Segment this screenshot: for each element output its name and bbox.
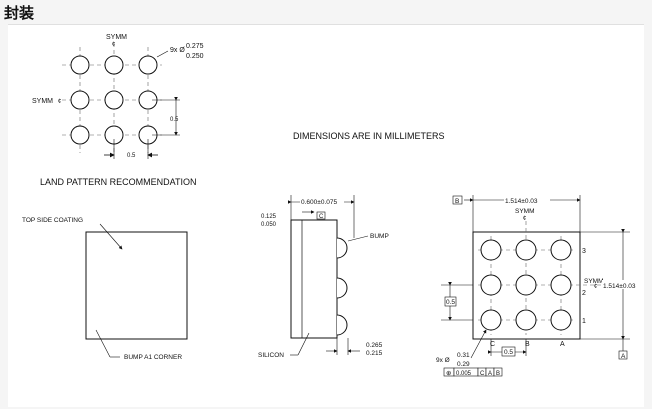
dimensions-note: DIMENSIONS ARE IN MILLIMETERS xyxy=(293,131,445,141)
package-drawing-panel: SYMM ¢ SYMM ¢ 9x Ø 0.275 0.250 0.5 0.5 L… xyxy=(8,24,644,407)
bottom-pitch-v: 0.5 xyxy=(446,299,455,306)
land-pad xyxy=(70,55,90,75)
side-height-max: 0.265 xyxy=(366,342,383,349)
side-height-min: 0.215 xyxy=(366,350,383,357)
ball-count: 9x Ø xyxy=(436,357,450,364)
land-pad-min: 0.250 xyxy=(186,53,204,60)
package-drawing: SYMM ¢ SYMM ¢ 9x Ø 0.275 0.250 0.5 0.5 L… xyxy=(22,34,644,377)
bottom-pitch-h: 0.5 xyxy=(504,349,513,356)
land-pad xyxy=(104,55,124,75)
land-pad-max: 0.275 xyxy=(186,43,204,50)
top-coating-label: TOP SIDE COATING xyxy=(22,217,83,224)
bottom-height-label: 1.514±0.03 xyxy=(603,283,636,290)
bottom-cl-right: ¢ xyxy=(594,284,597,290)
col-label-c: C xyxy=(490,341,495,348)
solder-ball xyxy=(515,274,537,296)
bottom-datum-a: A xyxy=(621,353,626,360)
bottom-width-label: 1.514±0.03 xyxy=(505,198,538,205)
land-symm-top: SYMM xyxy=(106,34,127,41)
bottom-view: B 1.514±0.03 SYMM ¢ SYMM ¢ 1.514±0.03 3 … xyxy=(436,195,644,377)
fcf-datum-a: A xyxy=(488,371,492,377)
bottom-datum-b: B xyxy=(455,198,459,205)
land-symm-left: SYMM xyxy=(32,98,53,105)
col-label-b: B xyxy=(525,341,530,348)
row-label-2: 2 xyxy=(582,290,586,297)
fcf-symbol: ⊕ xyxy=(446,370,452,377)
solder-ball xyxy=(480,239,502,261)
position-tolerance-frame: ⊕ 0.005 C A B xyxy=(443,367,503,377)
bump-label: BUMP xyxy=(370,233,389,240)
land-pad xyxy=(138,55,158,75)
land-pad xyxy=(70,125,90,145)
silicon-label: SILICON xyxy=(258,352,284,359)
ball-max: 0.31 xyxy=(457,352,470,359)
row-label-1: 1 xyxy=(582,318,586,325)
solder-ball xyxy=(550,239,572,261)
fcf-datum-b: B xyxy=(496,371,500,377)
corner-label: BUMP A1 CORNER xyxy=(124,354,182,361)
side-thick-min: 0.050 xyxy=(261,222,277,228)
land-cl-left: ¢ xyxy=(58,99,61,105)
solder-ball xyxy=(480,274,502,296)
land-pattern: SYMM ¢ SYMM ¢ 9x Ø 0.275 0.250 0.5 0.5 L… xyxy=(32,34,204,187)
col-label-a: A xyxy=(560,341,565,348)
side-bump xyxy=(336,237,348,259)
bottom-symm-top: SYMM xyxy=(515,208,535,215)
fcf-tolerance: 0.005 xyxy=(456,371,472,377)
section-heading: 封装 xyxy=(4,4,35,22)
top-view-die xyxy=(85,231,188,340)
solder-ball xyxy=(480,309,502,331)
side-width-label: 0.600±0.075 xyxy=(301,199,337,206)
solder-ball xyxy=(550,274,572,296)
land-caption: LAND PATTERN RECOMMENDATION xyxy=(40,177,197,187)
side-view-silicon xyxy=(290,219,338,339)
top-view: TOP SIDE COATING BUMP A1 CORNER xyxy=(22,217,188,361)
solder-ball xyxy=(515,309,537,331)
land-pad xyxy=(70,90,90,110)
solder-ball xyxy=(550,309,572,331)
side-bump xyxy=(336,314,348,336)
bottom-cl-top: ¢ xyxy=(523,216,526,222)
land-pitch-v: 0.5 xyxy=(170,117,179,123)
row-label-3: 3 xyxy=(582,248,586,255)
ball-min: 0.29 xyxy=(457,361,470,368)
land-pad-count: 9x Ø xyxy=(170,47,185,54)
land-cl-top: ¢ xyxy=(112,42,115,48)
side-view: 0.600±0.075 C 0.125 0.050 BUMP SILICON 0… xyxy=(258,195,389,359)
land-pitch-h: 0.5 xyxy=(127,153,136,159)
side-datum-c: C xyxy=(319,214,324,220)
side-thick-max: 0.125 xyxy=(261,214,277,220)
fcf-datum-c: C xyxy=(480,371,485,377)
solder-ball xyxy=(515,239,537,261)
land-pad xyxy=(104,90,124,110)
bottom-symm-right: SYMM xyxy=(584,278,604,285)
side-bump xyxy=(336,277,348,299)
